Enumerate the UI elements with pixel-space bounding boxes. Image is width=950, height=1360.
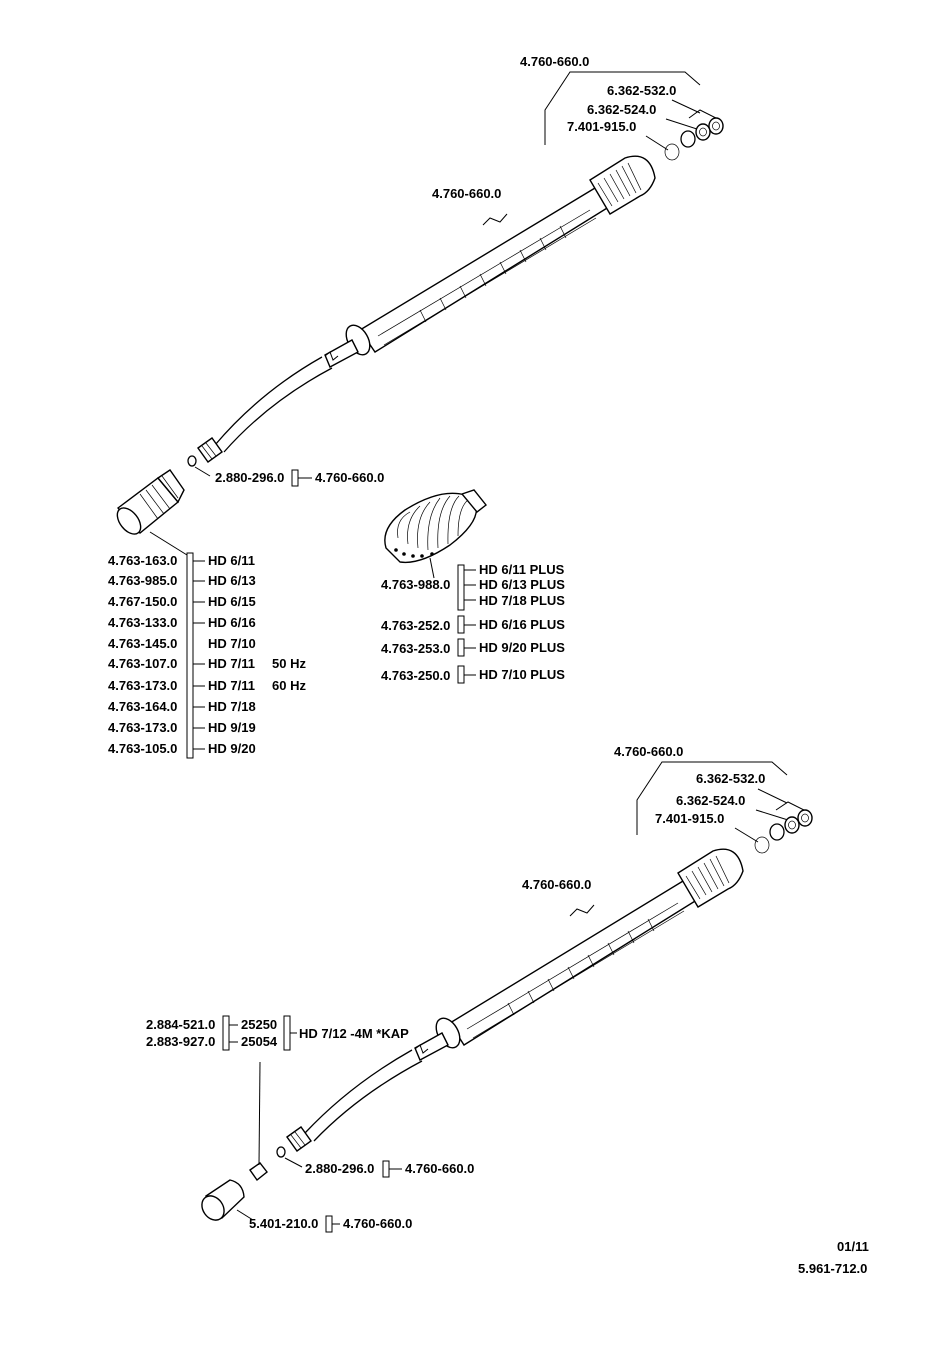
top-oring-ref: 4.760-660.0 [315, 470, 384, 485]
lance-grip-icon [435, 848, 744, 1049]
bottom-nozzle-code-1: 25054 [241, 1034, 278, 1049]
ring-icon [797, 809, 813, 827]
top-part-b-label: 6.362-524.0 [587, 102, 656, 117]
rotary-other-part-1: 4.763-253.0 [381, 641, 450, 656]
bottom-oring-ref: 4.760-660.0 [405, 1161, 474, 1176]
rotary-part: 4.763-988.0 [381, 577, 450, 592]
rotary-model-1: HD 6/13 PLUS [479, 577, 565, 592]
rotary-other-part-0: 4.763-252.0 [381, 618, 450, 633]
bottom-nozzle-part-1: 2.883-927.0 [146, 1034, 215, 1049]
bottom-cap-part: 5.401-210.0 [249, 1216, 318, 1231]
ring-icon [708, 117, 724, 135]
nozzle-model-1: HD 6/13 [208, 573, 256, 588]
nozzle-part-4: 4.763-145.0 [108, 636, 177, 651]
bottom-oring-part: 2.880-296.0 [305, 1161, 374, 1176]
nozzle-cap-icon [201, 1179, 245, 1221]
footer-date: 01/11 [837, 1239, 869, 1254]
oring-small-icon [276, 1146, 286, 1158]
top-assembly-label: 4.760-660.0 [520, 54, 589, 69]
top-lance-group: 4.760-660.0 6.362-532.0 6.362-524.0 7.40… [116, 54, 724, 556]
nozzle-part-2: 4.767-150.0 [108, 594, 177, 609]
nozzle-model-9: HD 9/20 [208, 741, 256, 756]
nozzle-model-7: HD 7/18 [208, 699, 256, 714]
top-oring-part: 2.880-296.0 [215, 470, 284, 485]
nozzle-part-9: 4.763-105.0 [108, 741, 177, 756]
nozzle-part-0: 4.763-163.0 [108, 553, 177, 568]
bottom-nozzle-code-0: 25250 [241, 1017, 277, 1032]
rotary-nozzle-icon [384, 489, 487, 564]
bottom-nozzle-part-0: 2.884-521.0 [146, 1017, 215, 1032]
nozzle-part-3: 4.763-133.0 [108, 615, 177, 630]
nozzle-model-2: HD 6/15 [208, 594, 256, 609]
top-assembly-bracket [544, 71, 701, 145]
top-tube-label: 4.760-660.0 [432, 186, 501, 201]
seal-ring-icon [754, 836, 770, 854]
rotary-other-model-0: HD 6/16 PLUS [479, 617, 565, 632]
nozzle-model-0: HD 6/11 [208, 553, 255, 568]
oring-small-icon [187, 455, 197, 467]
bottom-cap-ref: 4.760-660.0 [343, 1216, 412, 1231]
nozzle-model-8: HD 9/19 [208, 720, 256, 735]
washer-icon [695, 123, 711, 141]
spray-nozzle-icon [116, 469, 185, 535]
fitting-nut-icon [286, 1126, 312, 1152]
nozzle-part-8: 4.763-173.0 [108, 720, 177, 735]
fitting-nut-icon [197, 437, 223, 463]
lance-grip-icon [345, 155, 656, 356]
bottom-part-a-label: 6.362-532.0 [696, 771, 765, 786]
nozzle-part-6: 4.763-173.0 [108, 678, 177, 693]
nozzle-part-7: 4.763-164.0 [108, 699, 177, 714]
nozzle-insert-icon [249, 1162, 268, 1182]
nozzle-model-3: HD 6/16 [208, 615, 256, 630]
nozzle-part-5: 4.763-107.0 [108, 656, 177, 671]
bottom-part-b-label: 6.362-524.0 [676, 793, 745, 808]
nozzle-parts-list: 4.763-163.0 HD 6/11 4.763-985.0 HD 6/13 … [108, 552, 306, 759]
top-part-a-label: 6.362-532.0 [607, 83, 676, 98]
nozzle-part-1: 4.763-985.0 [108, 573, 177, 588]
rotary-model-0: HD 6/11 PLUS [479, 562, 565, 577]
rotary-model-2: HD 7/18 PLUS [479, 593, 565, 608]
lance-tube-icon [214, 339, 359, 453]
nozzle-note-5: 50 Hz [272, 656, 306, 671]
nozzle-model-6: HD 7/11 [208, 678, 255, 693]
rotary-other-model-1: HD 9/20 PLUS [479, 640, 565, 655]
bottom-nozzle-model: HD 7/12 -4M *KAP [299, 1026, 409, 1041]
bottom-tube-label: 4.760-660.0 [522, 877, 591, 892]
bottom-assembly-label: 4.760-660.0 [614, 744, 683, 759]
seal-ring-icon [664, 143, 680, 161]
nozzle-model-4: HD 7/10 [208, 636, 256, 651]
top-part-c-label: 7.401-915.0 [567, 119, 636, 134]
nozzle-note-6: 60 Hz [272, 678, 306, 693]
washer-icon [784, 816, 800, 834]
rotary-other-part-2: 4.763-250.0 [381, 668, 450, 683]
bottom-part-c-label: 7.401-915.0 [655, 811, 724, 826]
rotary-other-model-2: HD 7/10 PLUS [479, 667, 565, 682]
rotary-nozzle-group: 4.763-988.0 HD 6/11 PLUS HD 6/13 PLUS HD… [381, 489, 565, 684]
footer-doc-number: 5.961-712.0 [798, 1261, 867, 1276]
bottom-lance-group: 4.760-660.0 6.362-532.0 6.362-524.0 7.40… [146, 744, 813, 1233]
o-ring-icon [769, 823, 785, 841]
bottom-assembly-bracket [636, 761, 788, 835]
lance-tube-icon [304, 1032, 449, 1142]
o-ring-icon [680, 130, 696, 148]
nozzle-model-5: HD 7/11 [208, 656, 255, 671]
